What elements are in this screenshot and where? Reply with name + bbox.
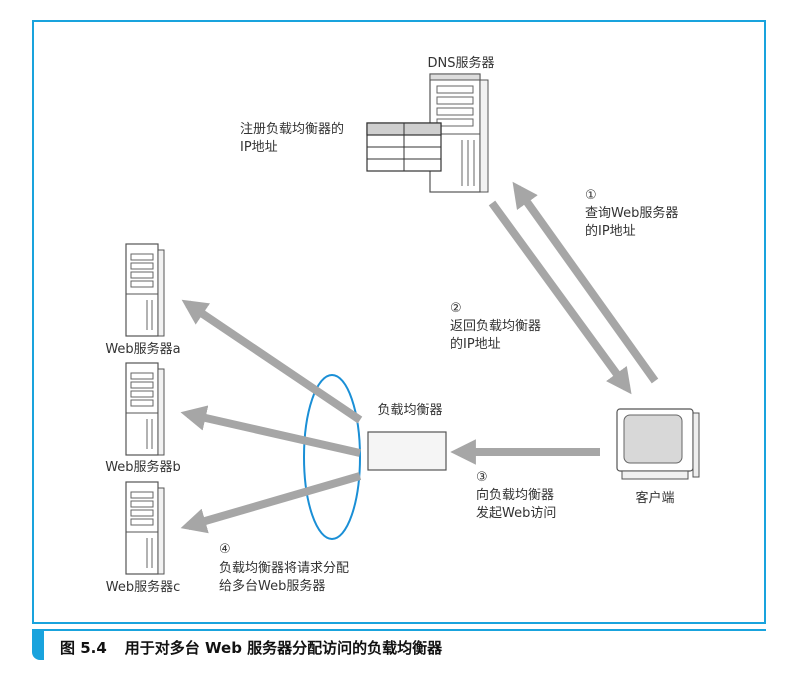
web-server-a-icon: [126, 244, 164, 336]
web-server-c-icon: [126, 482, 164, 574]
step-1-line-1: 查询Web服务器: [585, 205, 678, 222]
client-label: 客户端: [635, 490, 674, 507]
web-server-a-label: Web服务器a: [105, 341, 180, 358]
arrow-to-web-c: [188, 476, 360, 526]
load-balancer-box: [368, 432, 446, 470]
web-server-c-label: Web服务器c: [106, 579, 181, 596]
client-monitor-icon: [617, 409, 699, 479]
caption-rule: [32, 629, 766, 631]
dns-note-line-1: 注册负载均衡器的: [240, 121, 344, 138]
dns-table-icon: [367, 123, 441, 171]
step-3-line-2: 发起Web访问: [476, 505, 556, 522]
arrow-to-web-b: [188, 414, 360, 453]
step-1-line-2: 的IP地址: [585, 223, 636, 240]
step-2-number: ②: [450, 300, 462, 317]
step-4-number: ④: [219, 541, 231, 558]
load-balancer-label: 负载均衡器: [377, 402, 442, 419]
arrow-to-web-a: [188, 304, 360, 420]
figure-caption: 图 5.4 用于对多台 Web 服务器分配访问的负载均衡器: [60, 637, 442, 658]
step-4-line-1: 负载均衡器将请求分配: [219, 560, 349, 577]
step-1-number: ①: [585, 187, 597, 204]
step-3-line-1: 向负载均衡器: [476, 487, 554, 504]
step-2-line-2: 的IP地址: [450, 336, 501, 353]
step-4-line-2: 给多台Web服务器: [219, 578, 325, 595]
step-3-number: ③: [476, 469, 488, 486]
figure-title: 用于对多台 Web 服务器分配访问的负载均衡器: [125, 639, 442, 657]
dns-note-line-2: IP地址: [240, 139, 278, 156]
web-server-b-icon: [126, 363, 164, 455]
step-2-line-1: 返回负载均衡器: [450, 318, 541, 335]
figure-number: 图 5.4: [60, 639, 107, 657]
caption-accent-bar: [32, 629, 44, 660]
dns-server-label: DNS服务器: [428, 55, 495, 72]
web-server-b-label: Web服务器b: [105, 459, 181, 476]
